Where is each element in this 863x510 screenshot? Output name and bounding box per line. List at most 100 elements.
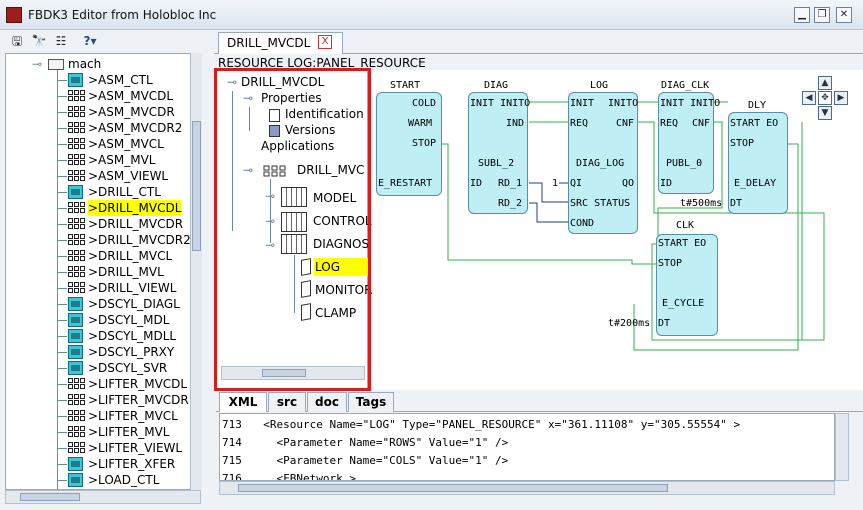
tree-item[interactable]: >LIFTER_MVL xyxy=(6,424,196,440)
fb-clk-type: E_CYCLE xyxy=(662,298,705,309)
xml-source-view[interactable]: 713 <Resource Name="LOG" Type="PANEL_RES… xyxy=(219,413,835,481)
tree-item[interactable]: >ASM_VIEWL xyxy=(6,168,196,184)
tree-item[interactable]: >DRILL_MVCDR xyxy=(6,216,196,232)
tree-item[interactable]: >DSCYL_PRXY xyxy=(6,344,196,360)
binoculars-icon[interactable]: 🔭 xyxy=(31,34,47,48)
tree-node-diagnos[interactable]: DIAGNOS xyxy=(313,237,370,251)
port-stop: STOP xyxy=(412,138,437,149)
fb-clk[interactable] xyxy=(656,234,718,336)
tree-expander-icon[interactable]: ⊸ xyxy=(243,163,254,177)
resource-type-icon xyxy=(68,297,83,311)
fb-diag[interactable] xyxy=(468,92,528,214)
tab-xml[interactable]: XML xyxy=(219,392,267,412)
tree-item[interactable]: >DRILL_VIEWL xyxy=(6,280,196,296)
port-id: ID xyxy=(660,178,673,189)
tree-item[interactable]: >LIFTER_MVCL xyxy=(6,408,196,424)
port-cnf: CNF xyxy=(692,118,711,129)
tree-expander-icon[interactable]: ⊸ xyxy=(227,75,238,89)
tree-node-properties[interactable]: Properties xyxy=(261,91,322,105)
tree-item[interactable]: >DRILL_MVCDL xyxy=(6,200,196,216)
tree-item[interactable]: >LOAD_CTL xyxy=(6,472,196,488)
close-icon[interactable]: ✕ xyxy=(836,7,852,23)
tree-item-label: >DSCYL_MDLL xyxy=(88,329,177,343)
tab-drill-mvcdl[interactable]: DRILL_MVCDL xyxy=(218,32,343,54)
xml-vscroll[interactable] xyxy=(835,413,849,481)
tree-item-label: >DSCYL_PRXY xyxy=(88,345,175,359)
tree-node-root[interactable]: DRILL_MVCDL xyxy=(241,75,325,89)
port-stop: STOP xyxy=(730,138,755,149)
tree-node-clamp[interactable]: CLAMP xyxy=(315,306,357,320)
tree-node-monitor[interactable]: MONITOR xyxy=(315,283,373,297)
minimize-icon[interactable]: ▁ xyxy=(794,7,810,23)
tree-item[interactable]: >LIFTER_MVCDR xyxy=(6,392,196,408)
help-button[interactable]: ?▾ xyxy=(83,34,97,48)
tree-item[interactable]: >DSCYL_DIAGL xyxy=(6,296,196,312)
library-tree[interactable]: ⊸ mach >ASM_CTL>ASM_MVCDL>ASM_MVCDR>ASM_… xyxy=(5,53,201,490)
tab-src[interactable]: src xyxy=(268,392,306,412)
xml-hscroll[interactable] xyxy=(219,481,835,495)
tree-node-applications[interactable]: Applications xyxy=(261,139,335,153)
fb-network-icon xyxy=(68,426,85,437)
tree-expander-icon[interactable]: ⊸ xyxy=(265,189,276,203)
device-icon xyxy=(281,187,307,207)
structure-tree[interactable]: ⊸ DRILL_MVCDL ⊸ Properties Identificatio… xyxy=(216,70,372,390)
tree-item[interactable]: >ASM_MVCDL xyxy=(6,88,196,104)
fb-network-icon xyxy=(263,165,286,177)
resource-header: RESOURCE LOG:PANEL_RESOURCE xyxy=(218,56,426,70)
fb-start[interactable] xyxy=(376,92,442,196)
pan-down-icon[interactable]: ▼ xyxy=(818,106,832,120)
tree-item[interactable]: >ASM_MVL xyxy=(6,152,196,168)
tree-expander-icon[interactable]: ⊸ xyxy=(243,91,254,105)
tree-item[interactable]: >LIFTER_VIEWL xyxy=(6,440,196,456)
port-warm: WARM xyxy=(408,118,433,129)
tree-expander-icon[interactable]: ⊸ xyxy=(265,238,276,252)
tree-node-identification[interactable]: Identification xyxy=(285,107,364,121)
tree-expander-icon[interactable]: ⊸ xyxy=(32,57,43,71)
tree-item[interactable]: >ASM_CTL xyxy=(6,72,196,88)
tree-item[interactable]: >DRILL_MVCDR2 xyxy=(6,232,196,248)
pan-left-icon[interactable]: ◀ xyxy=(802,91,816,105)
tree-item[interactable]: >DRILL_CTL xyxy=(6,184,196,200)
tab-tags[interactable]: Tags xyxy=(348,392,394,412)
fb-diag-clk[interactable] xyxy=(658,92,714,194)
tree-item[interactable]: >LIFTER_XFER xyxy=(6,456,196,472)
tree-item[interactable]: >ASM_MVCL xyxy=(6,136,196,152)
fb-network-icon xyxy=(68,282,85,293)
pan-center-icon[interactable]: ✥ xyxy=(818,91,832,105)
tab-doc[interactable]: doc xyxy=(307,392,347,412)
tree-node-control[interactable]: CONTROL xyxy=(313,214,372,228)
structure-hscroll[interactable] xyxy=(221,366,365,380)
tree-item[interactable]: >LIFTER_MVCDL xyxy=(6,376,196,392)
port-start-eo: START EO xyxy=(730,118,779,129)
tree-item[interactable]: >ASM_MVCDR xyxy=(6,104,196,120)
tree-item-label: >LIFTER_MVCL xyxy=(88,409,178,423)
library-hscroll[interactable] xyxy=(5,490,201,504)
pan-right-icon[interactable]: ▶ xyxy=(834,91,848,105)
tree-item[interactable]: >ASM_MVCDR2 xyxy=(6,120,196,136)
tree-item-label: >DSCYL_DIAGL xyxy=(88,297,180,311)
tree-node-app[interactable]: DRILL_MVC xyxy=(297,163,365,177)
tree-item[interactable]: >DRILL_MVCL xyxy=(6,248,196,264)
tree-item[interactable]: >DSCYL_SVR xyxy=(6,360,196,376)
maximize-icon[interactable]: ❐ xyxy=(814,7,830,23)
tree-expander-icon[interactable]: ⊸ xyxy=(265,214,276,228)
tab-close-icon[interactable]: X xyxy=(318,35,332,49)
fb-log[interactable] xyxy=(568,92,638,234)
port-rd2: RD_2 xyxy=(498,198,523,209)
tree-item[interactable]: >DRILL_MVL xyxy=(6,264,196,280)
list-icon[interactable]: ☷ xyxy=(55,34,67,48)
device-icon xyxy=(281,234,307,254)
tree-node-log[interactable]: LOG xyxy=(314,258,369,276)
versions-icon xyxy=(269,125,280,137)
tree-item[interactable]: >DSCYL_MDL xyxy=(6,312,196,328)
fb-dly[interactable] xyxy=(728,112,788,214)
fb-diagram-canvas[interactable]: START COLD WARM STOP E_RESTART DIAG INIT… xyxy=(372,70,863,390)
resource-type-icon xyxy=(68,361,83,375)
tree-node-versions[interactable]: Versions xyxy=(285,123,336,137)
tree-node-model[interactable]: MODEL xyxy=(313,191,357,205)
tree-item[interactable]: >DSCYL_MDLL xyxy=(6,328,196,344)
pan-up-icon[interactable]: ▲ xyxy=(818,76,832,90)
save-icon[interactable]: 🖫 xyxy=(11,34,23,48)
library-vscroll[interactable] xyxy=(190,53,202,490)
tree-root[interactable]: ⊸ mach xyxy=(6,56,196,72)
